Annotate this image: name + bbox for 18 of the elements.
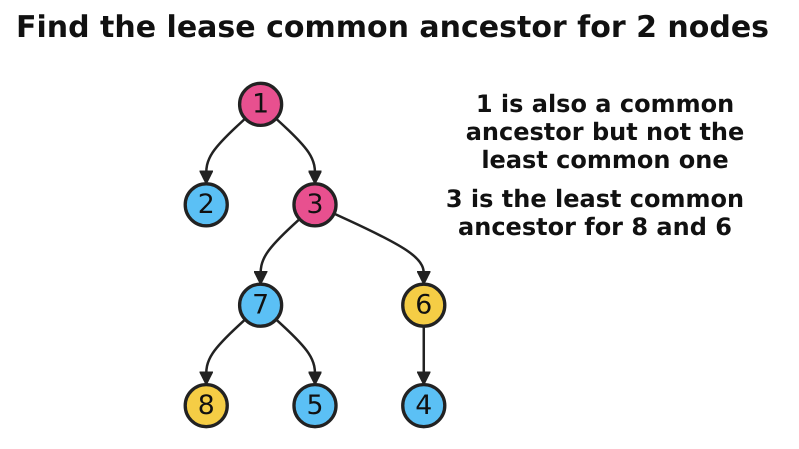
arrow bbox=[198, 118, 246, 184]
node-circle: 2 bbox=[184, 182, 229, 228]
node-circle: 5 bbox=[292, 382, 338, 428]
arrow bbox=[198, 318, 246, 386]
node-circle: 7 bbox=[238, 282, 284, 328]
arrow bbox=[275, 118, 322, 184]
node-circle: 3 bbox=[292, 182, 338, 228]
title: Find the lease common ancestor for 2 nodes bbox=[16, 10, 770, 45]
note-text: 1 is also a common ancestor but not the least common one bbox=[464, 90, 746, 174]
node-circle: 8 bbox=[184, 382, 229, 428]
arrow bbox=[334, 212, 432, 285]
arrow bbox=[253, 218, 300, 285]
node-circle: 6 bbox=[401, 282, 446, 328]
arrow bbox=[416, 326, 432, 386]
note-text: 3 is the least common ancestor for 8 and 6 bbox=[444, 185, 746, 241]
node-circle: 4 bbox=[401, 382, 446, 428]
arrow bbox=[275, 318, 322, 386]
node-circle: 1 bbox=[238, 82, 284, 128]
